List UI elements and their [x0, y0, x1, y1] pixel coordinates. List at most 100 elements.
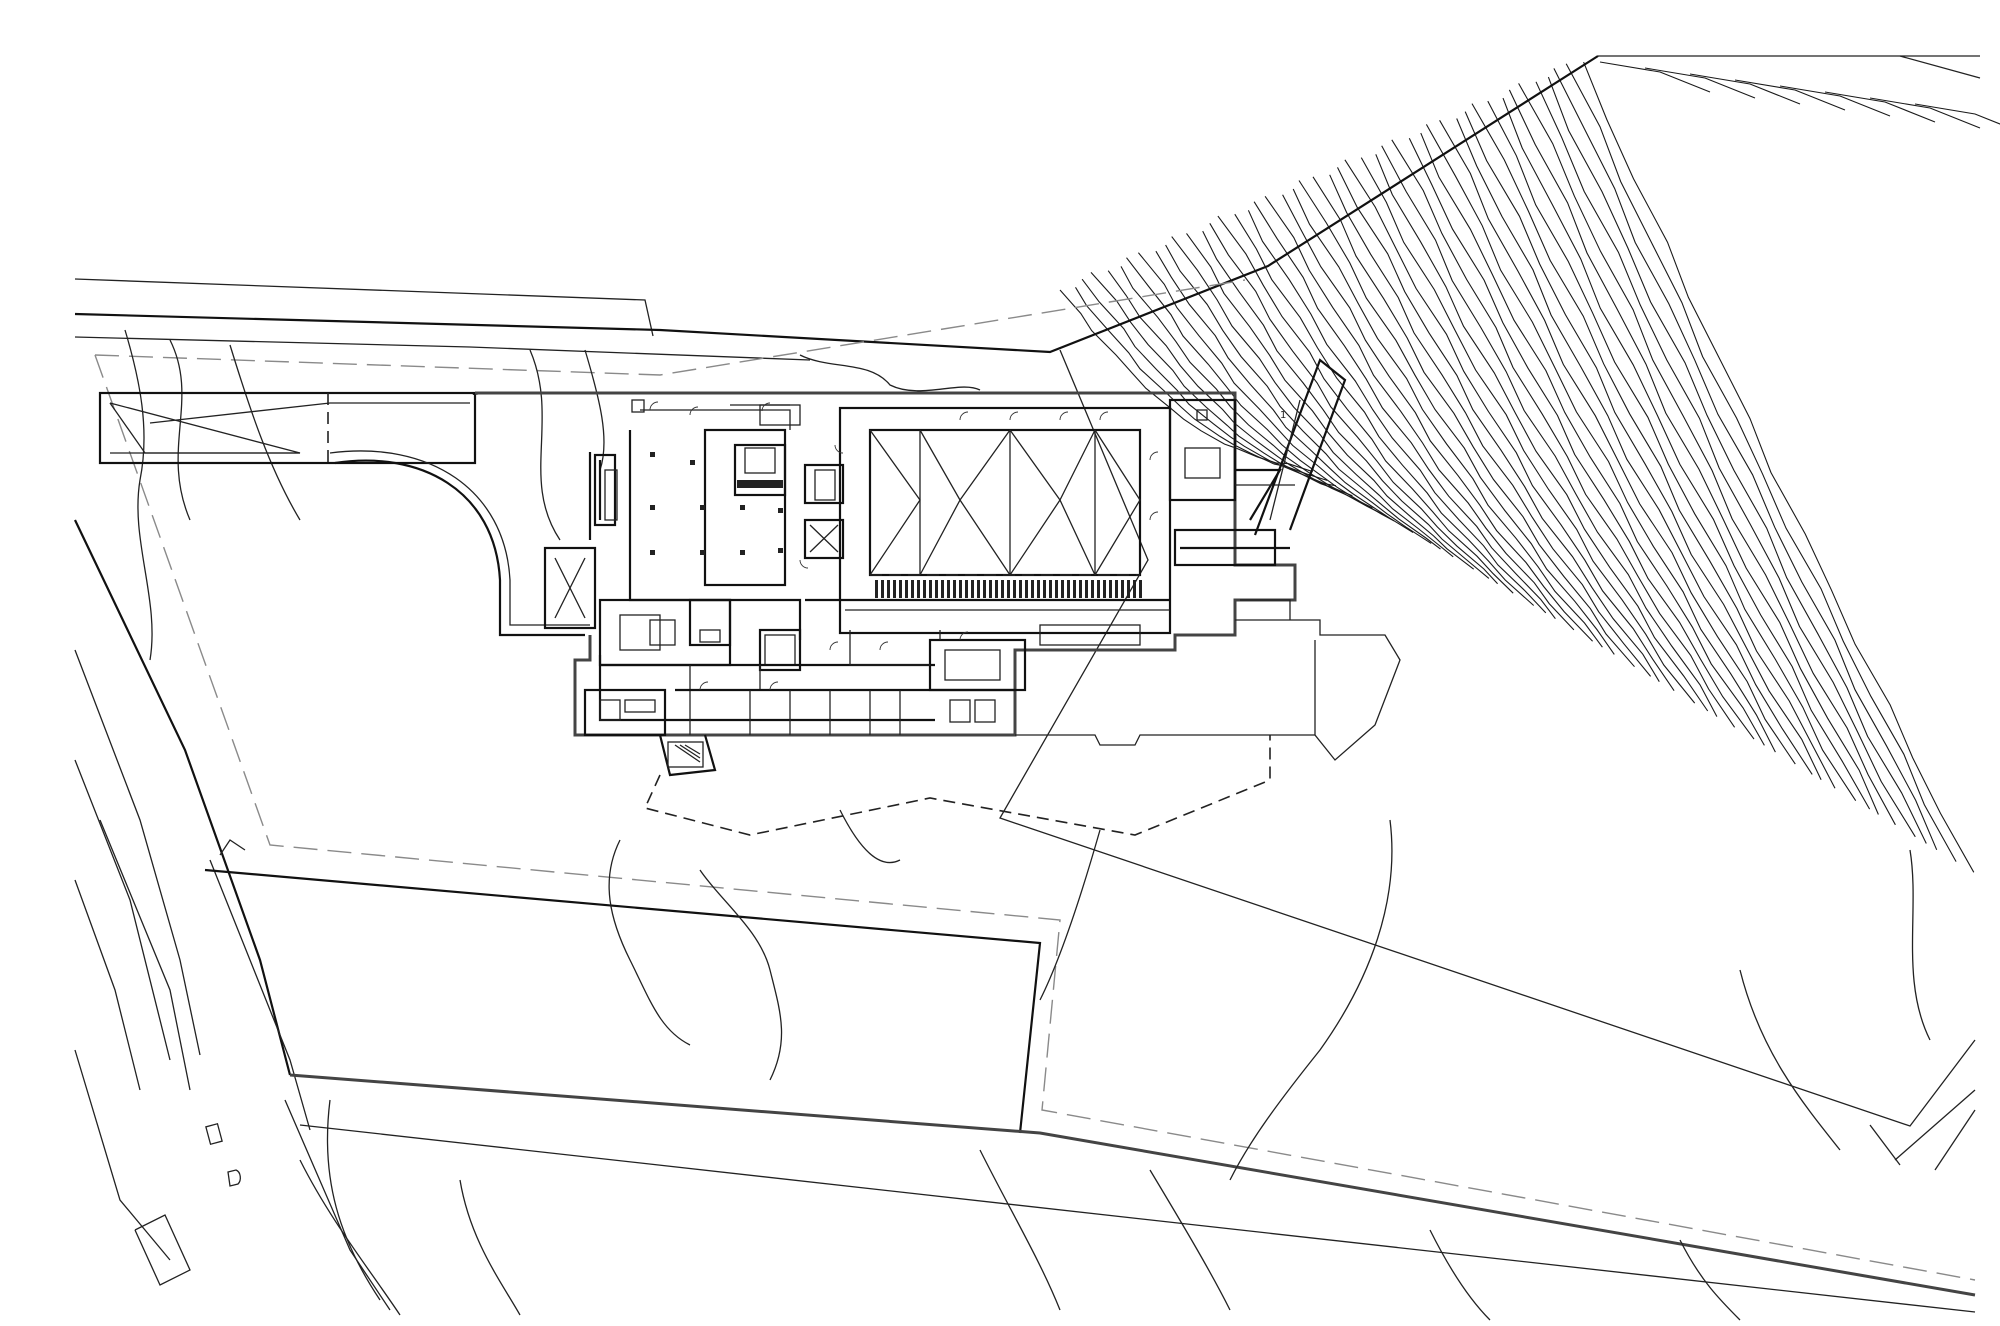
contour-line: [1914, 103, 2000, 125]
contour-line: [1547, 76, 1927, 844]
contour-line: [1599, 61, 1711, 93]
site-boundary-dashed: [94, 279, 1976, 1281]
road-markings: [134, 839, 246, 1286]
contour-line: [1120, 266, 1385, 516]
contour-line: [1553, 68, 1938, 851]
contour-line: [1137, 252, 1414, 533]
bleacher-seat: [1127, 580, 1130, 598]
bleacher-seat: [1121, 580, 1124, 598]
bleacher-seat: [1073, 580, 1076, 598]
bleacher-seat: [1019, 580, 1022, 598]
bleacher-seat: [947, 580, 950, 598]
contour-line: [1644, 67, 1756, 99]
bleacher-seat: [881, 580, 884, 598]
contour-line: [1202, 230, 1490, 579]
bleacher-seat: [989, 580, 992, 598]
bleacher-seat: [1097, 580, 1100, 598]
contour-line: [1292, 188, 1603, 648]
bleacher-seat: [917, 580, 920, 598]
contour-line: [1824, 91, 1936, 123]
ground-lines: [124, 329, 1931, 1321]
contour-line: [1779, 85, 1891, 117]
contour-line: [1171, 236, 1454, 558]
contour-line: [1165, 244, 1441, 550]
bleacher-seat: [929, 580, 932, 598]
contour-line: [1234, 213, 1535, 606]
contour-line: [1081, 278, 1336, 487]
bleacher-seat: [1025, 580, 1028, 598]
bleacher-seat: [1115, 580, 1118, 598]
contour-line: [1464, 111, 1822, 781]
door-marks: [631, 399, 1208, 691]
contour-line: [1408, 138, 1755, 740]
contour-line: [1217, 215, 1514, 594]
contour-line: [1312, 176, 1635, 668]
contour-line: [1381, 145, 1718, 717]
bleacher-seat: [1103, 580, 1106, 598]
bleacher-seat: [1085, 580, 1088, 598]
bleacher-seat: [1049, 580, 1052, 598]
contour-line: [1186, 233, 1475, 570]
bleacher-seat: [941, 580, 944, 598]
contour-line: [1344, 159, 1675, 692]
contour-line: [1471, 103, 1836, 789]
bleacher-seat: [905, 580, 908, 598]
contour-line: [1518, 83, 1896, 826]
contour-line: [1264, 195, 1575, 631]
contour-line: [1282, 194, 1593, 642]
contour-line: [1583, 61, 1975, 873]
contour-line: [1869, 97, 1981, 129]
bleacher-seat: [1109, 580, 1112, 598]
contour-line: [1508, 89, 1879, 815]
bleacher-seat: [953, 580, 956, 598]
contour-line: [1329, 174, 1652, 677]
bleacher-seat: [875, 580, 878, 598]
bleacher-seat: [1079, 580, 1082, 598]
bleacher-seat: [1067, 580, 1070, 598]
contour-line: [1375, 154, 1709, 712]
bleacher-seat: [965, 580, 968, 598]
contour-line: [1420, 132, 1765, 746]
contour-line: [1059, 289, 1313, 473]
bleacher-seat: [1043, 580, 1046, 598]
contour-line: [1456, 118, 1813, 775]
contour-line: [1253, 201, 1556, 620]
bleacher-seat: [983, 580, 986, 598]
bleacher-seat: [1139, 580, 1142, 598]
bleacher-seat: [887, 580, 890, 598]
bleacher-seat: [1133, 580, 1136, 598]
contour-line: [1565, 63, 1957, 862]
bleacher-seat: [935, 580, 938, 598]
bleacher-seat: [959, 580, 962, 598]
contour-line: [1439, 120, 1796, 765]
bleacher-seat: [1007, 580, 1010, 598]
contour-line: [1337, 167, 1660, 682]
contour-line: [1247, 210, 1547, 614]
contour-line: [1535, 81, 1916, 838]
contour-line: [1209, 223, 1499, 585]
contour-line: [1126, 257, 1395, 522]
road-edges: [74, 55, 1981, 1313]
contour-line: [1090, 272, 1353, 497]
contour-line: [1502, 97, 1871, 810]
contour-line: [1360, 157, 1696, 704]
bleacher-seat: [1001, 580, 1004, 598]
bleacher-seat: [911, 580, 914, 598]
stair-mark-label: 1: [1280, 410, 1286, 421]
contour-line: [1391, 139, 1736, 728]
contour-line: [1689, 73, 1801, 105]
bleacher-seat: [1061, 580, 1064, 598]
bleacher-seat: [971, 580, 974, 598]
contour-line: [1487, 100, 1857, 802]
bleacher-seat: [1037, 580, 1040, 598]
bleacher-seat: [1091, 580, 1094, 598]
contour-line: [1425, 124, 1776, 753]
bleacher-seat: [893, 580, 896, 598]
contour-line: [1298, 180, 1615, 655]
contour-line: [1155, 250, 1432, 544]
bleacher-seat: [899, 580, 902, 598]
bleacher-seat: [977, 580, 980, 598]
hall-bleachers: [875, 580, 1142, 598]
bleacher-seat: [1013, 580, 1016, 598]
